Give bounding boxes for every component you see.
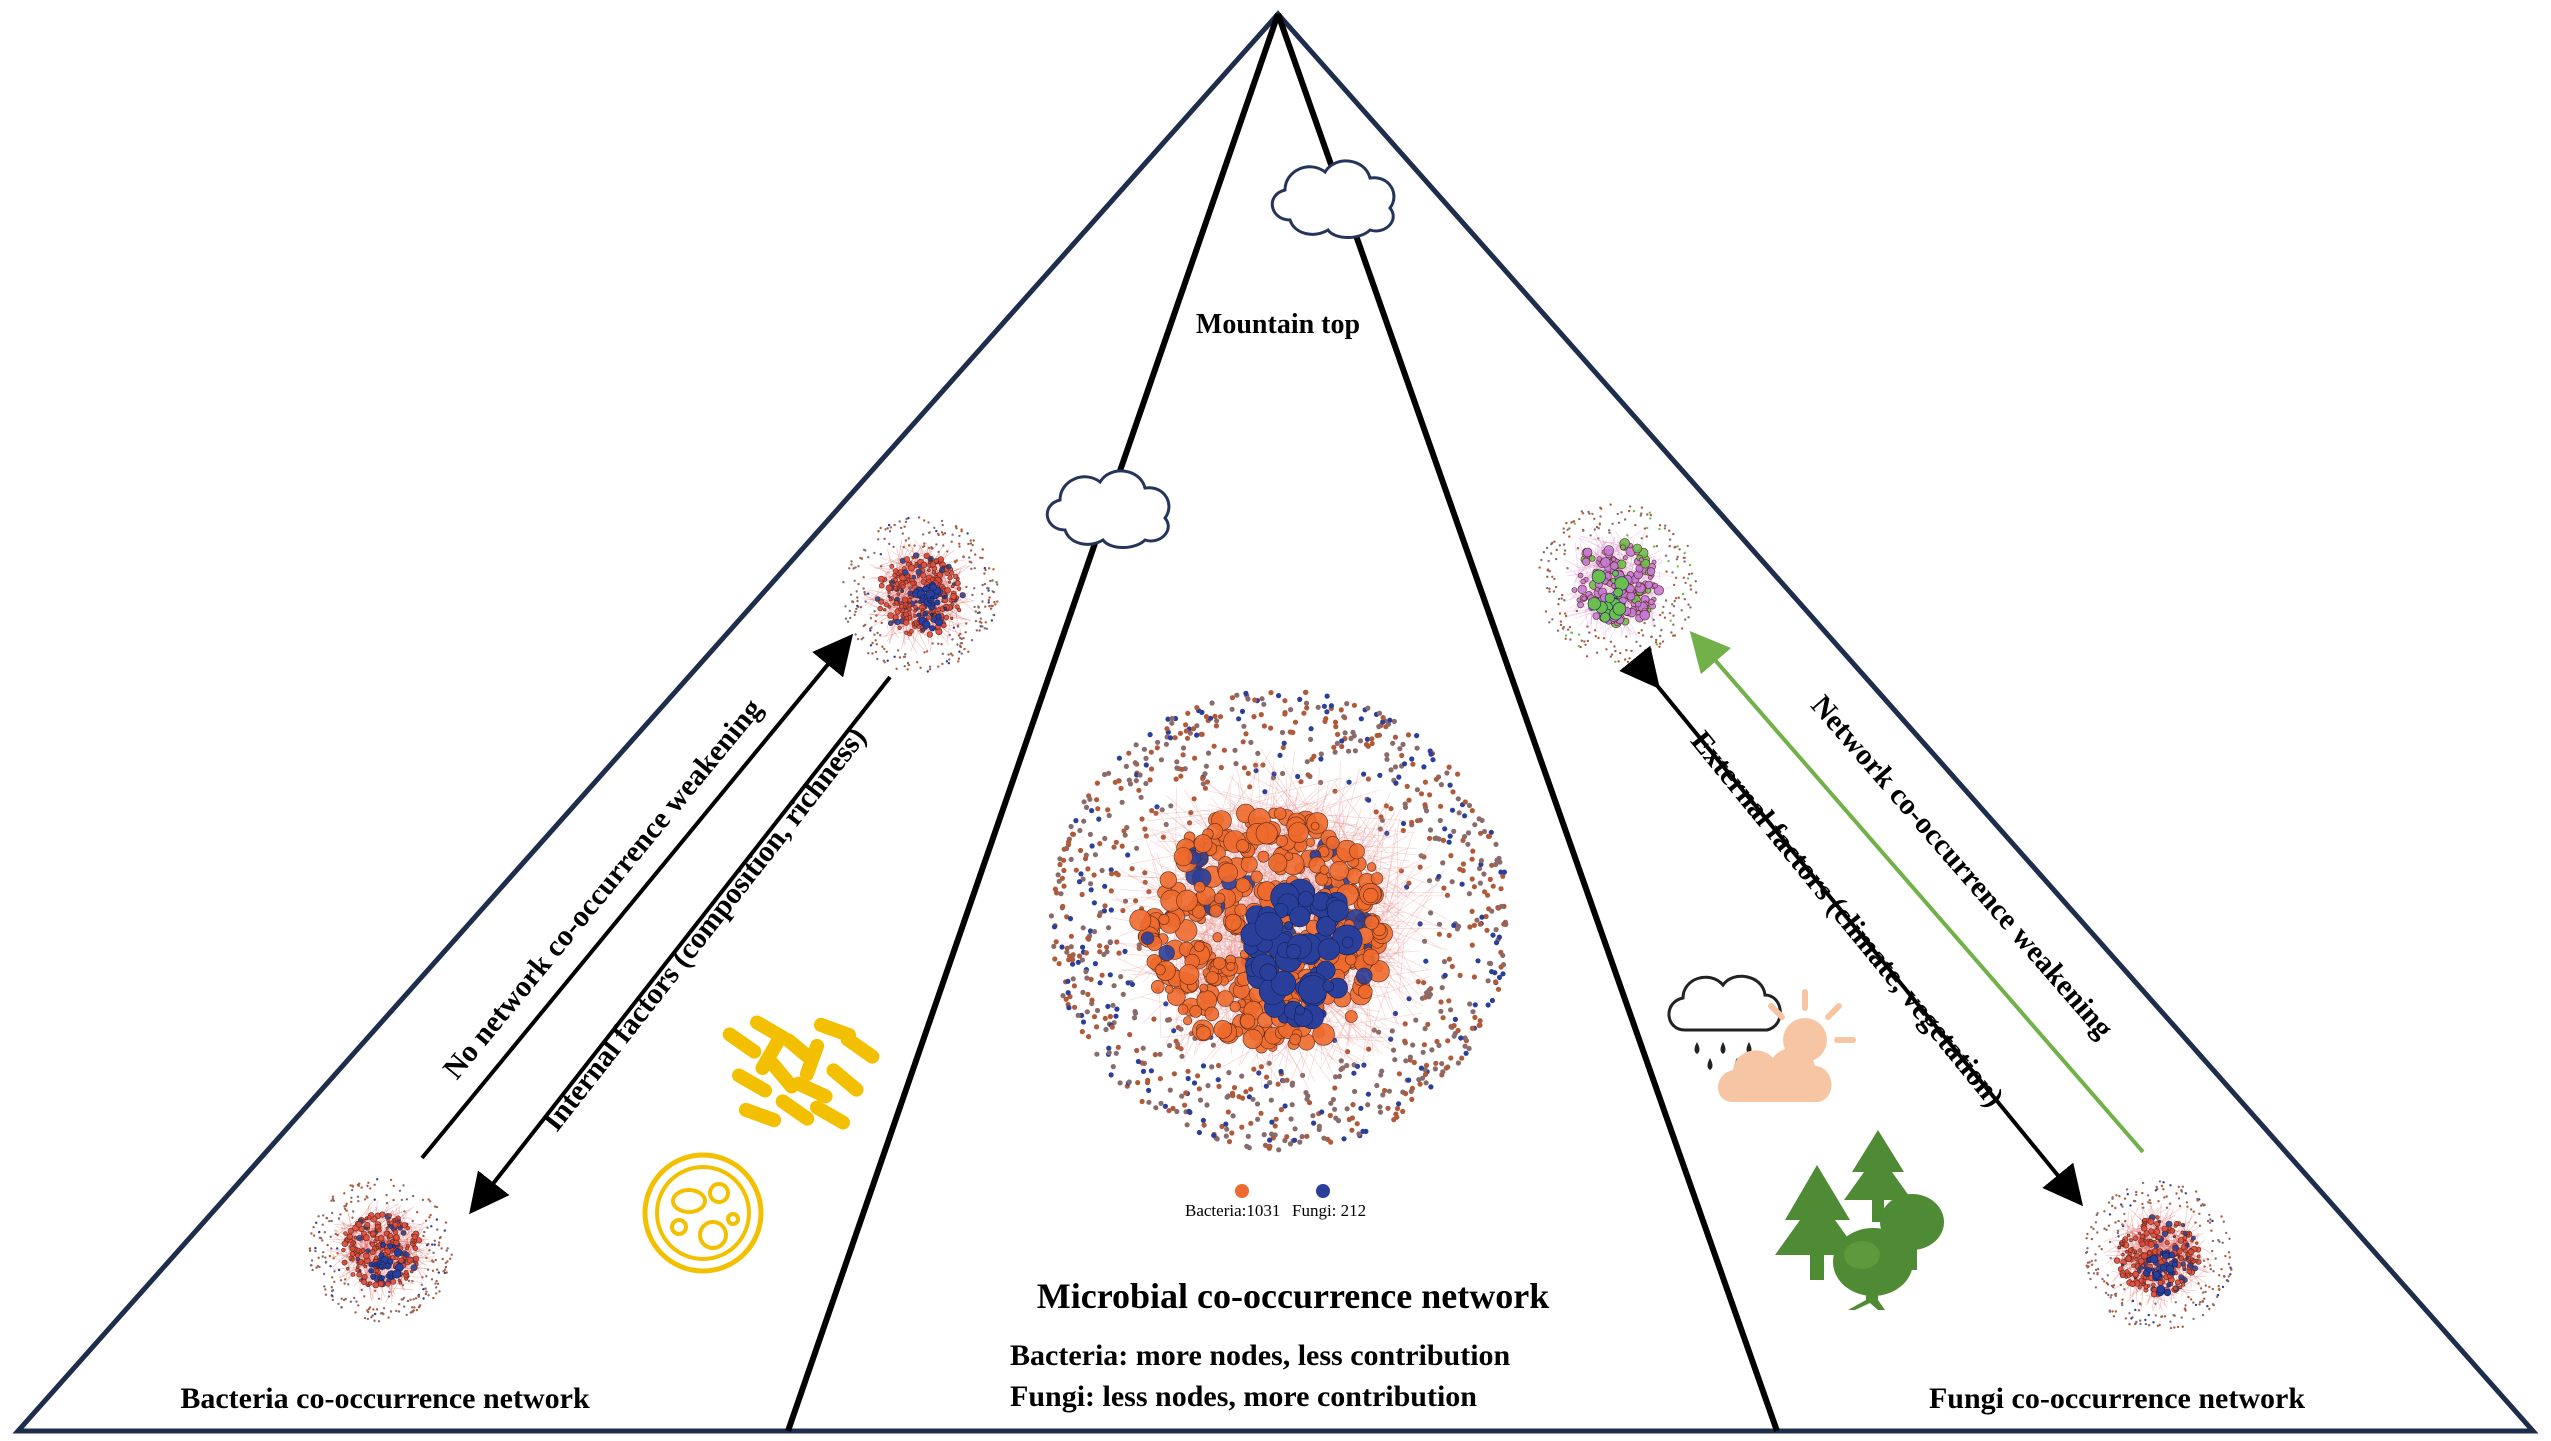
center-line-1: Bacteria: more nodes, less contribution (1010, 1339, 1511, 1372)
microbial-network-graph (1048, 689, 1509, 1153)
sun-cloud-icon (1718, 989, 1856, 1102)
cloud-icon (1045, 469, 1171, 549)
center-title: Microbial co-occurrence network (1037, 1276, 1550, 1316)
legend-fungi-dot (1316, 1184, 1330, 1198)
inner-slope-left (785, 13, 1281, 1432)
bacteria-network-bottom (308, 1178, 453, 1323)
label-network-weakening: Network co-occurrence weakening (1805, 689, 2120, 1045)
fungi-network-top (1538, 503, 1698, 664)
cloud-icon (1270, 159, 1396, 239)
left-title: Bacteria co-occurrence network (180, 1382, 590, 1415)
bacteria-rods-icon (722, 1015, 880, 1130)
center-line-2: Fungi: less nodes, more contribution (1010, 1380, 1477, 1413)
arrow-right-black (1619, 645, 2084, 1207)
arrow-left-down (469, 675, 892, 1215)
legend-bacteria-label: Bacteria:1031 (1185, 1201, 1280, 1220)
arrow-right-green (1689, 630, 2145, 1154)
legend-fungi-label: Fungi: 212 (1292, 1201, 1366, 1220)
tree-icon (1775, 1130, 1944, 1310)
bacteria-network-top (842, 516, 999, 673)
fungi-network-bottom (2084, 1180, 2233, 1330)
right-title: Fungi co-occurrence network (1929, 1382, 2305, 1415)
legend-bacteria-dot (1235, 1184, 1249, 1198)
cell-icon (642, 1152, 764, 1274)
arrow-left-up (420, 633, 854, 1160)
label-mountain-top: Mountain top (1196, 309, 1360, 340)
